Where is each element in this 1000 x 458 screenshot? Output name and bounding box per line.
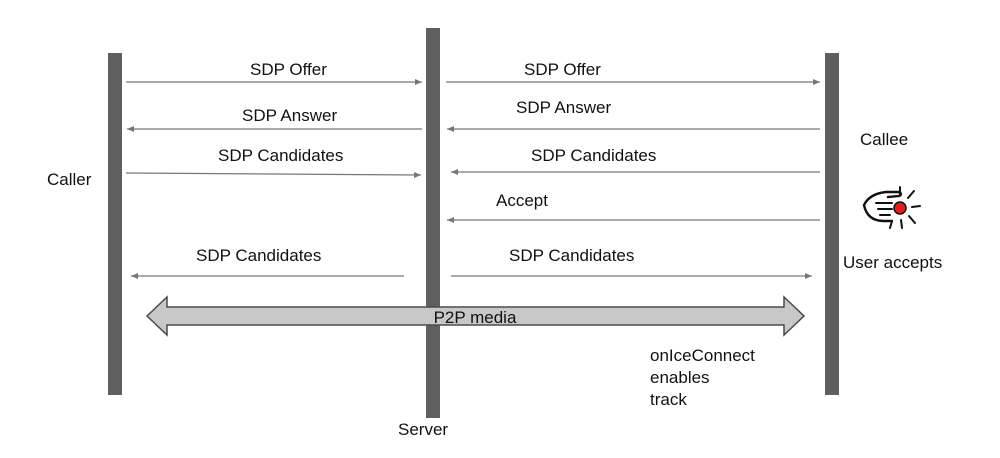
- accept-label: Accept: [496, 191, 548, 210]
- caller-label: Caller: [47, 170, 92, 189]
- note-line-1: onIceConnect: [650, 346, 755, 365]
- callee-lifeline: [825, 53, 839, 395]
- server-lifeline: [426, 28, 440, 418]
- sdp-candidates-arrow-caller-to-server: [125, 171, 422, 178]
- sdp-candidates-label-3: SDP Candidates: [196, 246, 321, 265]
- sdp-candidates-label-1: SDP Candidates: [218, 146, 343, 165]
- note-line-3: track: [650, 390, 687, 409]
- sdp-answer-label-1: SDP Answer: [242, 106, 337, 125]
- server-label: Server: [398, 420, 448, 439]
- sdp-candidates-label-4: SDP Candidates: [509, 246, 634, 265]
- caller-lifeline: [108, 53, 122, 395]
- p2p-media-double-arrow: [145, 295, 806, 337]
- user-accepts-label: User accepts: [843, 253, 942, 272]
- sdp-offer-label-2: SDP Offer: [524, 60, 601, 79]
- sdp-answer-label-2: SDP Answer: [516, 98, 611, 117]
- p2p-media-label: P2P media: [434, 308, 517, 327]
- callee-label: Callee: [860, 130, 908, 149]
- pointing-hand-button-icon: [862, 186, 921, 229]
- sdp-offer-label-1: SDP Offer: [250, 60, 327, 79]
- note-line-2: enables: [650, 368, 710, 387]
- sdp-candidates-label-2: SDP Candidates: [531, 146, 656, 165]
